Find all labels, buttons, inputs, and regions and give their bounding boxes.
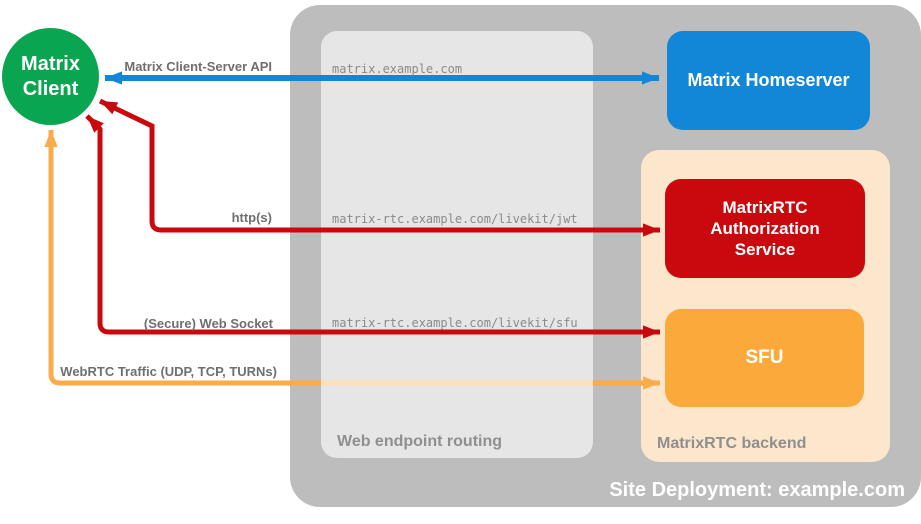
matrix-client-node: Matrix Client	[2, 28, 99, 125]
web-endpoint-routing-label: Web endpoint routing	[337, 433, 503, 450]
https-arrow-label: http(s)	[231, 210, 272, 225]
matrixrtc-backend-label: MatrixRTC backend	[657, 435, 807, 452]
endpoint-livekit-sfu: matrix-rtc.example.com/livekit/sfu	[332, 316, 578, 330]
matrixrtc-authorization-service-node: MatrixRTC Authorization Service	[665, 179, 865, 278]
site-deployment-label: Site Deployment: example.com	[609, 479, 905, 501]
web-endpoint-routing-group: Web endpoint routing	[321, 31, 593, 458]
sfu-node: SFU	[665, 309, 864, 407]
endpoint-livekit-jwt: matrix-rtc.example.com/livekit/jwt	[332, 212, 578, 226]
client-server-api-arrow-label: Matrix Client-Server API	[124, 59, 272, 74]
matrix-homeserver-node: Matrix Homeserver	[667, 31, 870, 130]
websocket-arrow-label: (Secure) Web Socket	[143, 316, 273, 331]
webrtc-traffic-arrow-label: WebRTC Traffic (UDP, TCP, TURNs)	[60, 364, 277, 379]
endpoint-matrix-example-com: matrix.example.com	[332, 62, 463, 76]
